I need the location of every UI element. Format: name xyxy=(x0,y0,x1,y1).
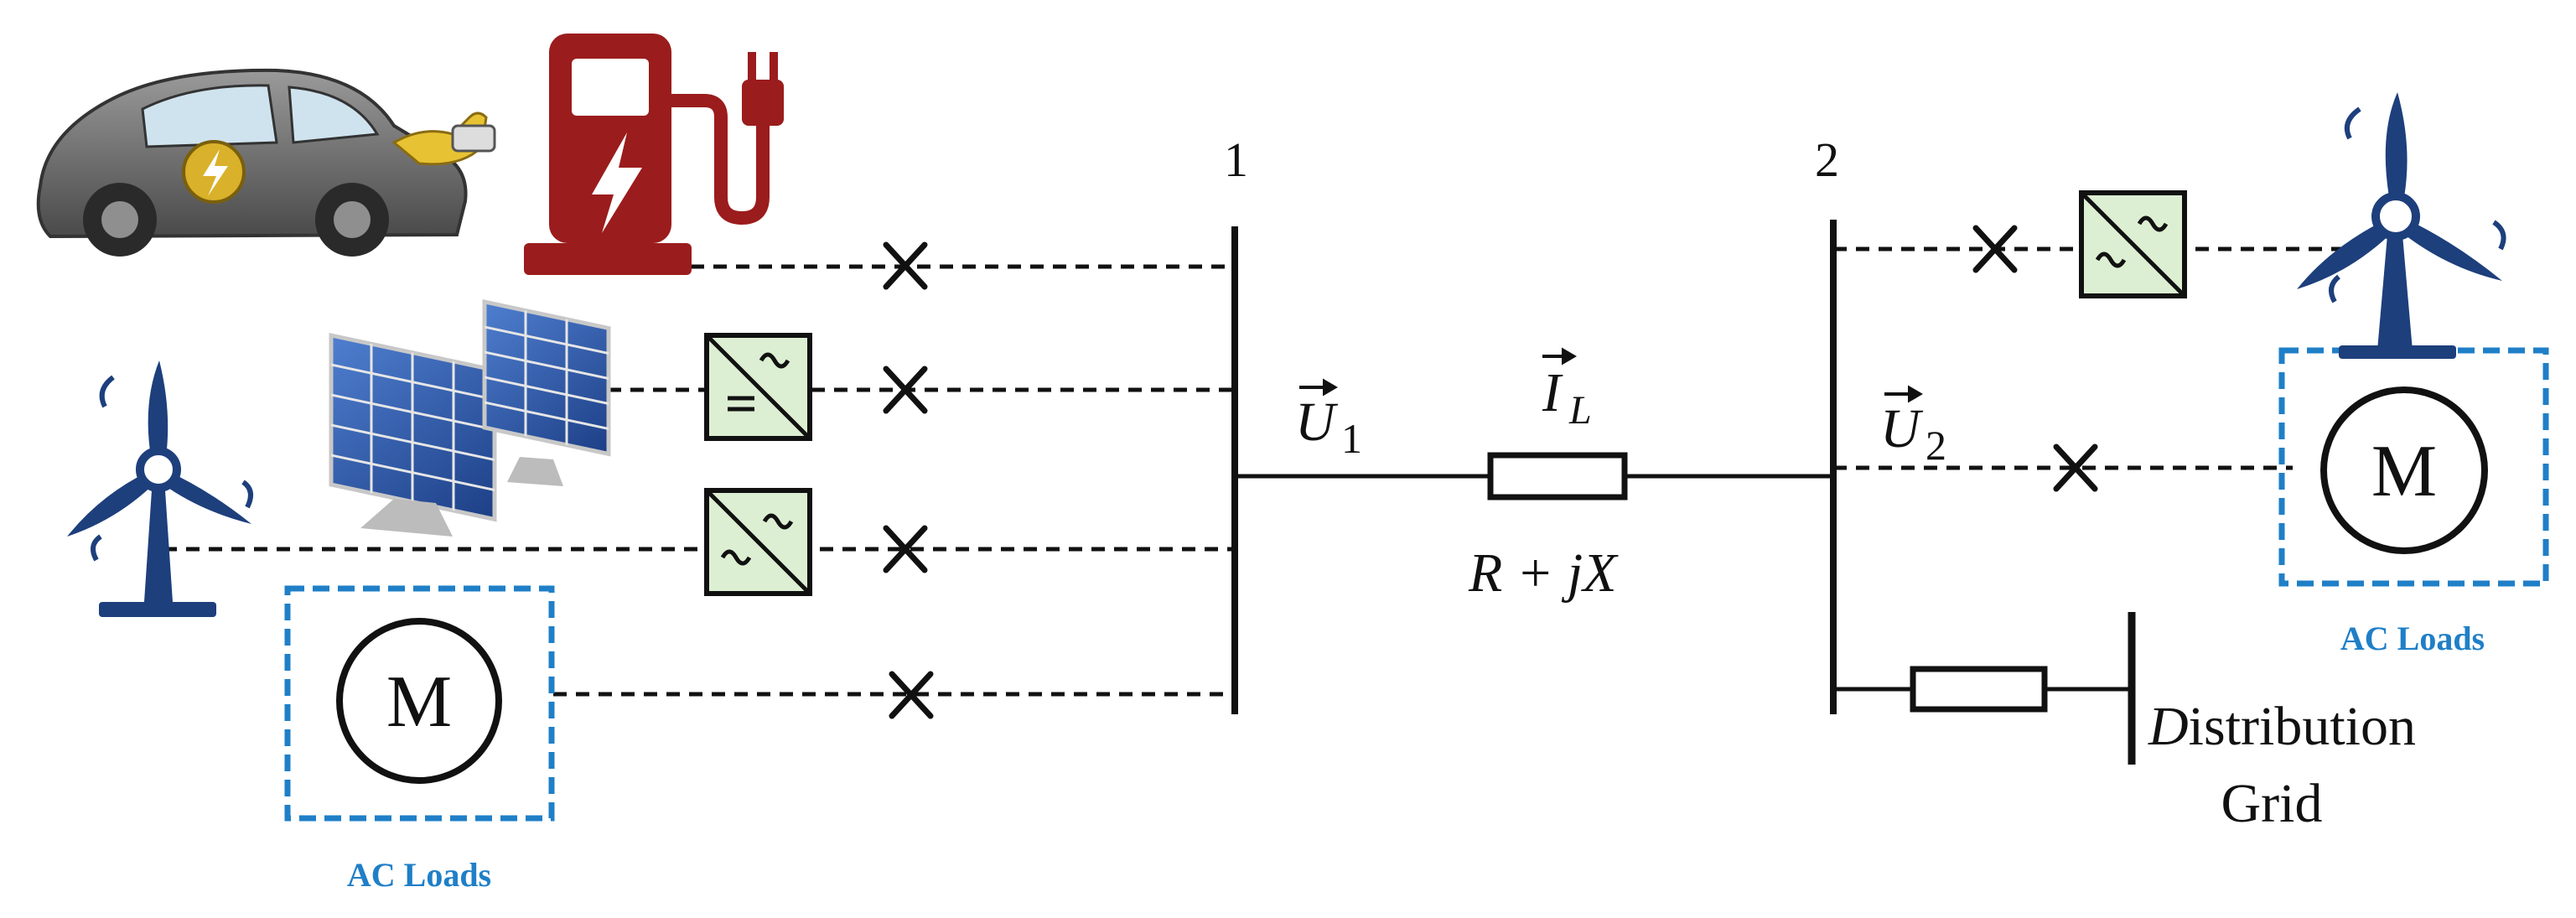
motor-icon: M xyxy=(336,618,502,784)
ac-loads-left-label: AC Loads xyxy=(347,856,491,894)
ac-loads-right-label: AC Loads xyxy=(2340,620,2485,657)
distribution-grid-label-line2: Grid xyxy=(2221,773,2323,834)
bus-2-label: 2 xyxy=(1815,132,1839,187)
left-breakers xyxy=(883,241,934,719)
motor-icon: M xyxy=(2320,386,2488,554)
svg-text:L: L xyxy=(1568,388,1592,433)
wind-turbine-icon xyxy=(67,360,253,617)
electric-car-icon xyxy=(36,68,496,257)
svg-text:U: U xyxy=(1880,398,1924,459)
converter-icon xyxy=(2079,190,2187,298)
bus-1-label: 1 xyxy=(1224,132,1248,187)
breaker-icon xyxy=(883,241,928,290)
left-feeders xyxy=(163,264,1232,697)
grid-resistor xyxy=(1910,666,2048,713)
svg-text:M: M xyxy=(2371,431,2437,512)
breaker-icon xyxy=(889,671,934,719)
wind-turbine-icon xyxy=(2297,92,2506,359)
svg-text:I: I xyxy=(1542,362,1563,423)
voltage-1-label: U 1 xyxy=(1295,378,1362,462)
right-breakers xyxy=(1972,225,2098,492)
charging-station-icon xyxy=(524,34,784,275)
voltage-2-label: U 2 xyxy=(1880,385,1946,469)
line-impedance-resistor xyxy=(1487,452,1628,500)
svg-text:2: 2 xyxy=(1926,422,1946,469)
solar-panel-icon xyxy=(329,298,611,537)
line-impedance-label: R + jX xyxy=(1468,542,1619,604)
breaker-icon xyxy=(883,366,928,414)
converter-icon xyxy=(704,333,812,441)
breaker-icon xyxy=(883,525,928,573)
converter-icon xyxy=(704,488,812,596)
breaker-icon xyxy=(1972,225,2018,273)
svg-text:M: M xyxy=(386,661,452,743)
line-current-label: I L xyxy=(1542,347,1592,433)
svg-text:1: 1 xyxy=(1341,415,1362,462)
distribution-branch xyxy=(1833,612,2136,765)
breaker-icon xyxy=(2053,443,2098,492)
distribution-grid-label: Distribution xyxy=(2148,696,2416,757)
ac-loads-left: M xyxy=(284,585,555,822)
ac-loads-right: M xyxy=(2278,347,2549,587)
svg-text:U: U xyxy=(1295,392,1339,453)
